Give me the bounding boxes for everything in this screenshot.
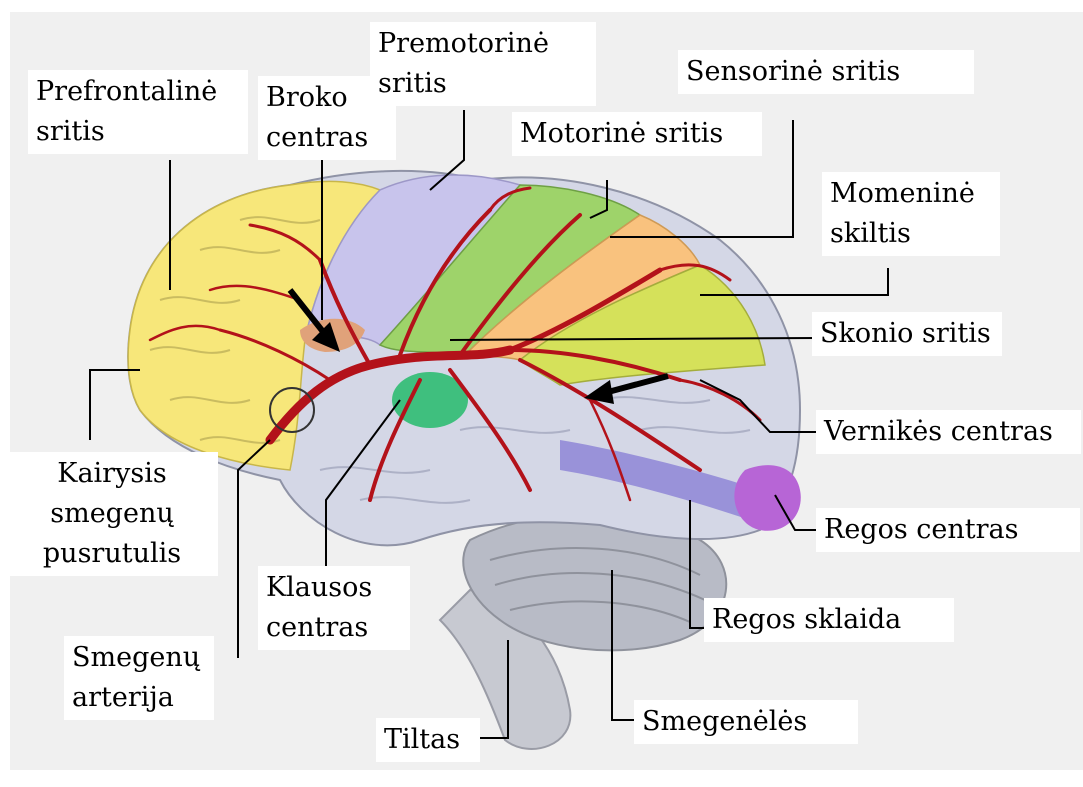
label-premotor: Premotorinė sritis: [370, 22, 596, 106]
label-prefrontal-line2: sritis: [36, 112, 240, 152]
label-visual-radiation-text: Regos sklaida: [712, 600, 946, 640]
label-pons: Tiltas: [376, 718, 480, 762]
label-wernicke: Vernikės centras: [816, 410, 1081, 454]
label-sensory: Sensorinė sritis: [678, 50, 974, 94]
label-prefrontal: Prefrontalinė sritis: [28, 70, 248, 154]
label-parietal-line2: skiltis: [830, 214, 992, 254]
label-pons-text: Tiltas: [384, 720, 472, 760]
label-premotor-line2: sritis: [378, 64, 588, 104]
label-taste-text: Skonio sritis: [820, 314, 994, 354]
label-wernicke-text: Vernikės centras: [824, 412, 1073, 452]
label-broca-line2: centras: [266, 118, 388, 158]
label-cerebellum: Smegenėlės: [634, 700, 858, 744]
label-hemisphere-line2: smegenų: [14, 494, 210, 534]
label-cerebellum-text: Smegenėlės: [642, 702, 850, 742]
label-motor-text: Motorinė sritis: [520, 114, 754, 154]
label-hemisphere-line3: pusrutulis: [14, 534, 210, 574]
label-visual-center: Regos centras: [816, 508, 1080, 552]
label-auditory: Klausos centras: [258, 566, 410, 650]
label-artery: Smegenų arterija: [64, 636, 214, 720]
label-parietal-line1: Momeninė: [830, 174, 992, 214]
label-auditory-line1: Klausos: [266, 568, 402, 608]
label-sensory-text: Sensorinė sritis: [686, 52, 966, 92]
label-hemisphere-line1: Kairysis: [14, 454, 210, 494]
label-parietal: Momeninė skiltis: [822, 172, 1000, 256]
label-hemisphere: Kairysis smegenų pusrutulis: [6, 452, 218, 576]
label-artery-line1: Smegenų: [72, 638, 206, 678]
label-taste: Skonio sritis: [812, 312, 1002, 356]
label-artery-line2: arterija: [72, 678, 206, 718]
label-premotor-line1: Premotorinė: [378, 24, 588, 64]
label-visual-radiation: Regos sklaida: [704, 598, 954, 642]
label-prefrontal-line1: Prefrontalinė: [36, 72, 240, 112]
label-visual-center-text: Regos centras: [824, 510, 1072, 550]
label-motor: Motorinė sritis: [512, 112, 762, 156]
label-auditory-line2: centras: [266, 608, 402, 648]
